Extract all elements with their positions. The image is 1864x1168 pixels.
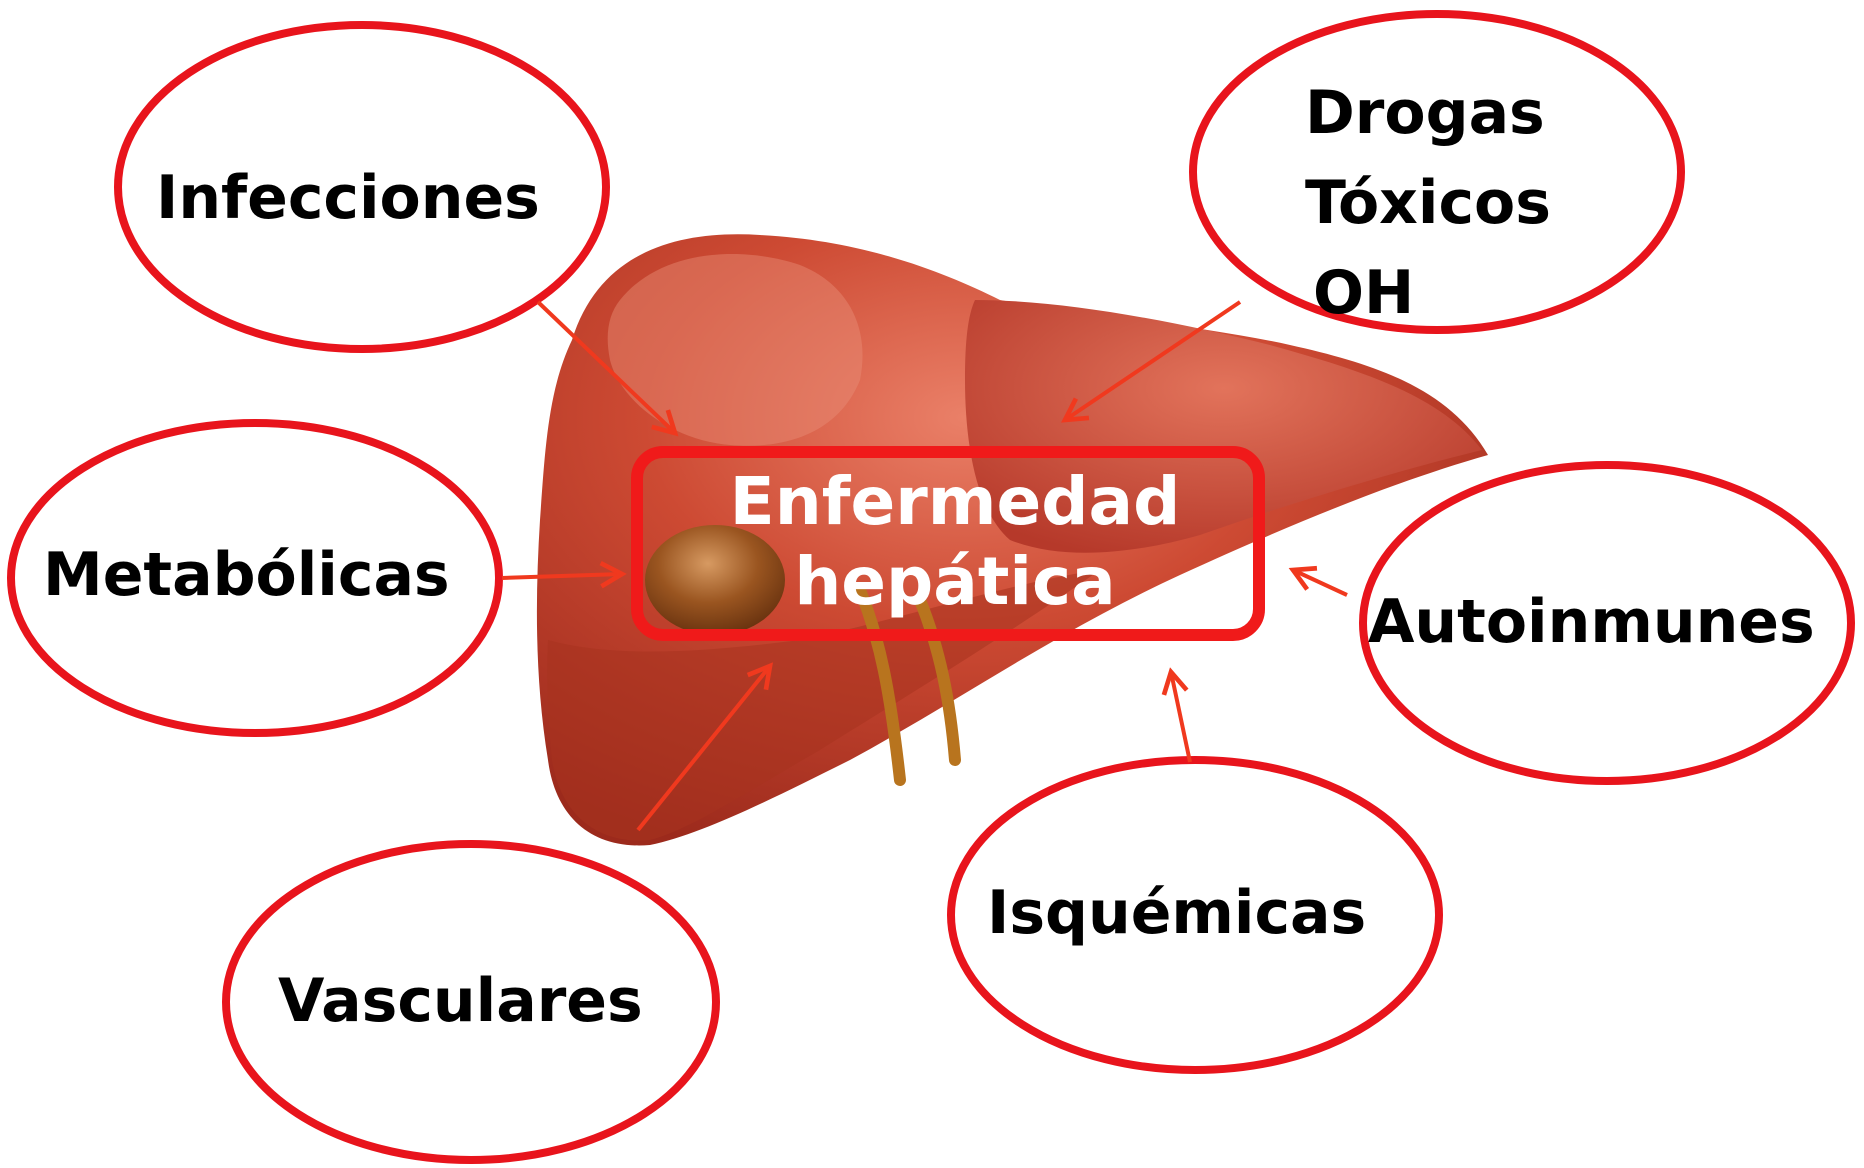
center-label: Enfermedad hepática bbox=[637, 462, 1273, 622]
center-label-line2: hepática bbox=[637, 542, 1273, 622]
arrow-autoinmunes bbox=[1293, 570, 1347, 595]
label-toxicos: Tóxicos bbox=[1305, 158, 1551, 248]
label-vasculares: Vasculares bbox=[278, 971, 643, 1031]
label-autoinmunes: Autoinmunes bbox=[1368, 592, 1815, 652]
label-drogas: Drogas bbox=[1305, 68, 1551, 158]
label-isquemicas: Isquémicas bbox=[987, 883, 1366, 943]
arrow-isquemicas bbox=[1171, 672, 1190, 762]
label-oh: OH bbox=[1313, 248, 1551, 338]
label-drogas-group: Drogas Tóxicos OH bbox=[1305, 68, 1551, 338]
center-label-line1: Enfermedad bbox=[637, 462, 1273, 542]
label-infecciones: Infecciones bbox=[156, 168, 540, 228]
label-metabolicas: Metabólicas bbox=[43, 545, 450, 605]
